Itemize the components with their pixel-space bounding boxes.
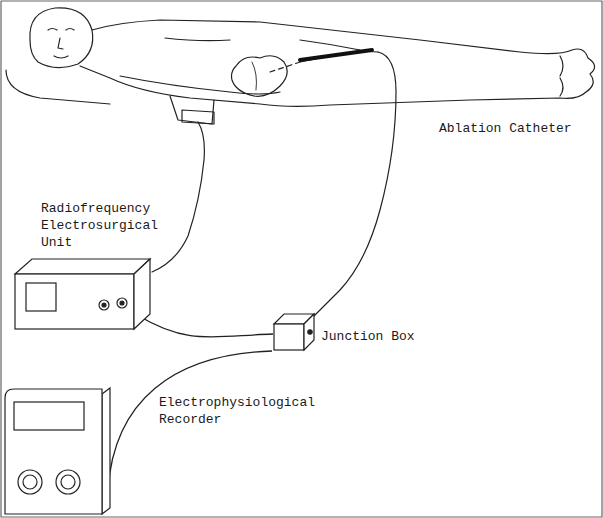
part-label: Ablation Catheter	[438, 120, 573, 137]
heart	[232, 56, 288, 97]
recorder-node: Electrophysiological Recorder	[2, 384, 334, 516]
rf-unit-screen	[26, 283, 56, 311]
rf-unit-node: Radiofrequency Electrosurgical Unit	[12, 200, 166, 332]
recorder-device	[2, 384, 112, 516]
dispersive-pad	[182, 110, 214, 124]
recorder-outline	[2, 384, 112, 516]
rf-unit-front	[15, 274, 134, 329]
junction-box-side	[304, 314, 314, 350]
cable	[138, 316, 273, 338]
rf-unit-jack-pin	[102, 303, 106, 307]
recorder-knob-inner	[23, 475, 37, 489]
node-label: Junction Box	[320, 328, 416, 345]
recorder-front	[5, 389, 102, 514]
junction-box-jack	[308, 330, 312, 334]
patient-figure	[6, 8, 595, 124]
node-label: Radiofrequency Electrosurgical Unit	[40, 200, 166, 251]
catheter-sheath	[300, 50, 372, 60]
recorder-side	[102, 388, 110, 514]
rf-unit-side	[134, 259, 150, 329]
recorder-screen	[14, 402, 84, 430]
rf-unit-jack-pin	[120, 301, 124, 305]
recorder-knob-inner	[61, 475, 75, 489]
recorder-shape	[5, 388, 110, 514]
recorder-knob	[56, 470, 80, 494]
junction-box-shape	[274, 314, 314, 350]
rf-unit-jack	[99, 300, 109, 310]
junction-box-node: Junction Box	[272, 312, 418, 352]
rf-unit-top	[15, 259, 150, 274]
rf-unit-outline	[12, 257, 152, 332]
ablation-catheter	[312, 52, 396, 318]
node-label: Electrophysiological Recorder	[158, 394, 332, 428]
junction-box-device	[272, 312, 316, 352]
recorder-knob	[18, 470, 42, 494]
catheter-tip	[270, 62, 300, 72]
junction-box-front	[274, 324, 304, 350]
cable-line	[138, 316, 273, 338]
junction-box-outline	[272, 312, 316, 352]
rf-unit-jack	[117, 298, 127, 308]
rf-unit-shape	[15, 259, 150, 329]
rf-unit-device	[12, 257, 152, 332]
